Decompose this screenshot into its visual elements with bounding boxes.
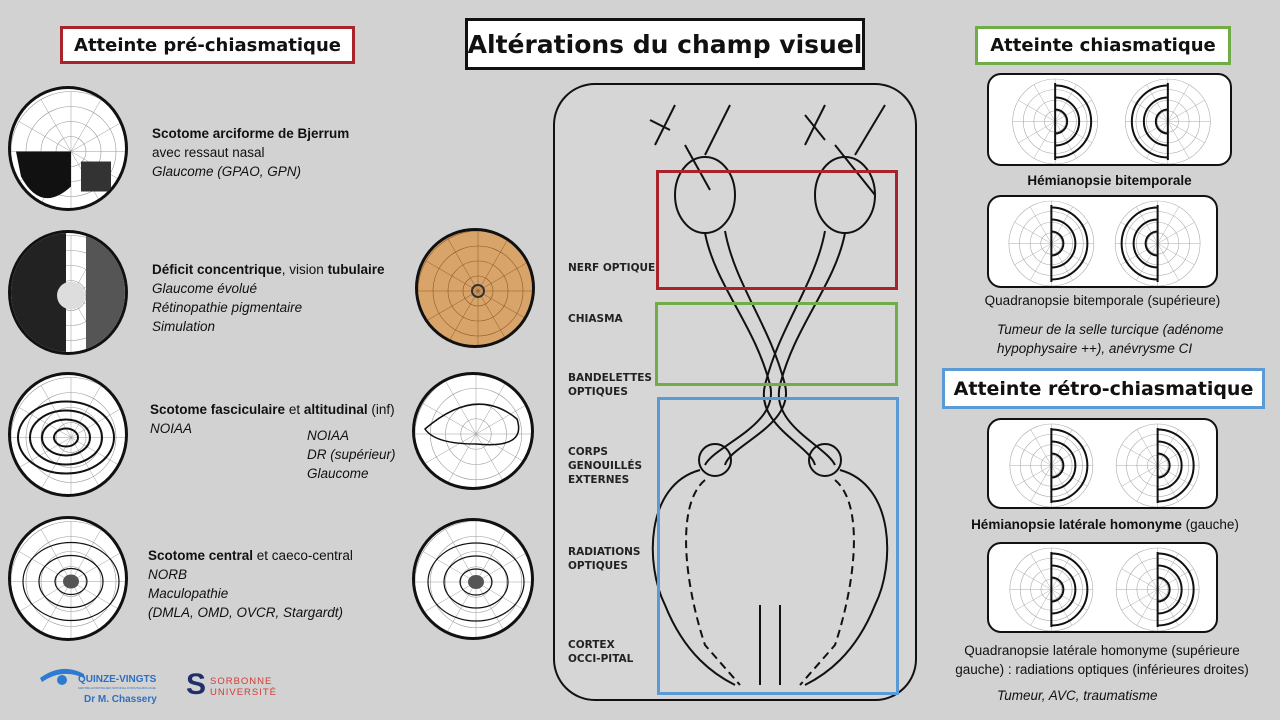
visual-field-homonymous-hemianopia (987, 418, 1218, 509)
label-optic-nerve: NERF OPTIQUE (568, 262, 656, 274)
highlight-retro-chiasm (657, 397, 899, 695)
caption-bitemporal-quadranopia: Quadranopsie bitemporale (supérieure) (984, 293, 1221, 308)
visual-field-bitemporal-hemianopia (987, 73, 1232, 166)
visual-field-homonymous-quadranopia (987, 542, 1218, 633)
visual-field-altitudinal (412, 372, 534, 490)
section-pre-chiasmatic: Atteinte pré-chiasmatique (60, 26, 355, 64)
hospital-subtitle: CENTRE HOSPITALIER NATIONAL D'OPHTALMOLO… (78, 686, 156, 690)
visual-field-fascicular (8, 372, 128, 497)
visual-field-concentric (8, 230, 128, 355)
visual-field-bitemporal-quadranopia (987, 195, 1218, 288)
text-concentric: Déficit concentrique, vision tubulaire G… (152, 262, 385, 334)
caption-bitemporal-hemianopia: Hémianopsie bitemporale (1027, 173, 1192, 188)
page-title: Altérations du champ visuel (465, 18, 865, 70)
optic-pathway-drawing (649, 104, 889, 686)
hospital-name: QUINZE-VINGTS (78, 674, 157, 685)
highlight-optic-nerve (656, 170, 898, 290)
hospital-logo: QUINZE-VINGTS CENTRE HOSPITALIER NATIONA… (38, 666, 178, 712)
eye-logo-icon (40, 668, 84, 685)
author: Dr M. Chassery (84, 694, 157, 705)
section-chiasmatic: Atteinte chiasmatique (975, 26, 1231, 65)
visual-field-central-2 (412, 518, 534, 640)
optic-pathway-diagram: NERF OPTIQUE CHIASMA BANDELETTES OPTIQUE… (553, 83, 917, 701)
sorbonne-s-icon: S (186, 668, 207, 701)
section-retro-chiasmatic: Atteinte rétro-chiasmatique (942, 368, 1265, 409)
label-lgn: CORPS GENOUILLÉS EXTERNES (568, 446, 643, 486)
visual-field-central (8, 516, 128, 641)
highlight-chiasm (655, 302, 898, 386)
visual-field-tubular-goldmann (415, 228, 535, 348)
caption-homonymous-hemianopia: Hémianopsie latérale homonyme (gauche) (971, 517, 1239, 532)
label-occipital-cortex: CORTEX OCCI-PITAL (568, 639, 634, 665)
label-chiasm: CHIASMA (568, 313, 623, 325)
text-retro-causes: Tumeur, AVC, traumatisme (997, 688, 1158, 703)
label-optic-tracts: BANDELETTES OPTIQUES (568, 372, 652, 398)
caption-homonymous-quadranopia: Quadranopsie latérale homonyme (supérieu… (955, 643, 1249, 677)
visual-field-bjerrum (8, 86, 128, 211)
text-fascicular: Scotome fasciculaire et altitudinal (inf… (150, 402, 395, 436)
label-optic-radiations: RADIATIONS OPTIQUES (568, 546, 641, 572)
